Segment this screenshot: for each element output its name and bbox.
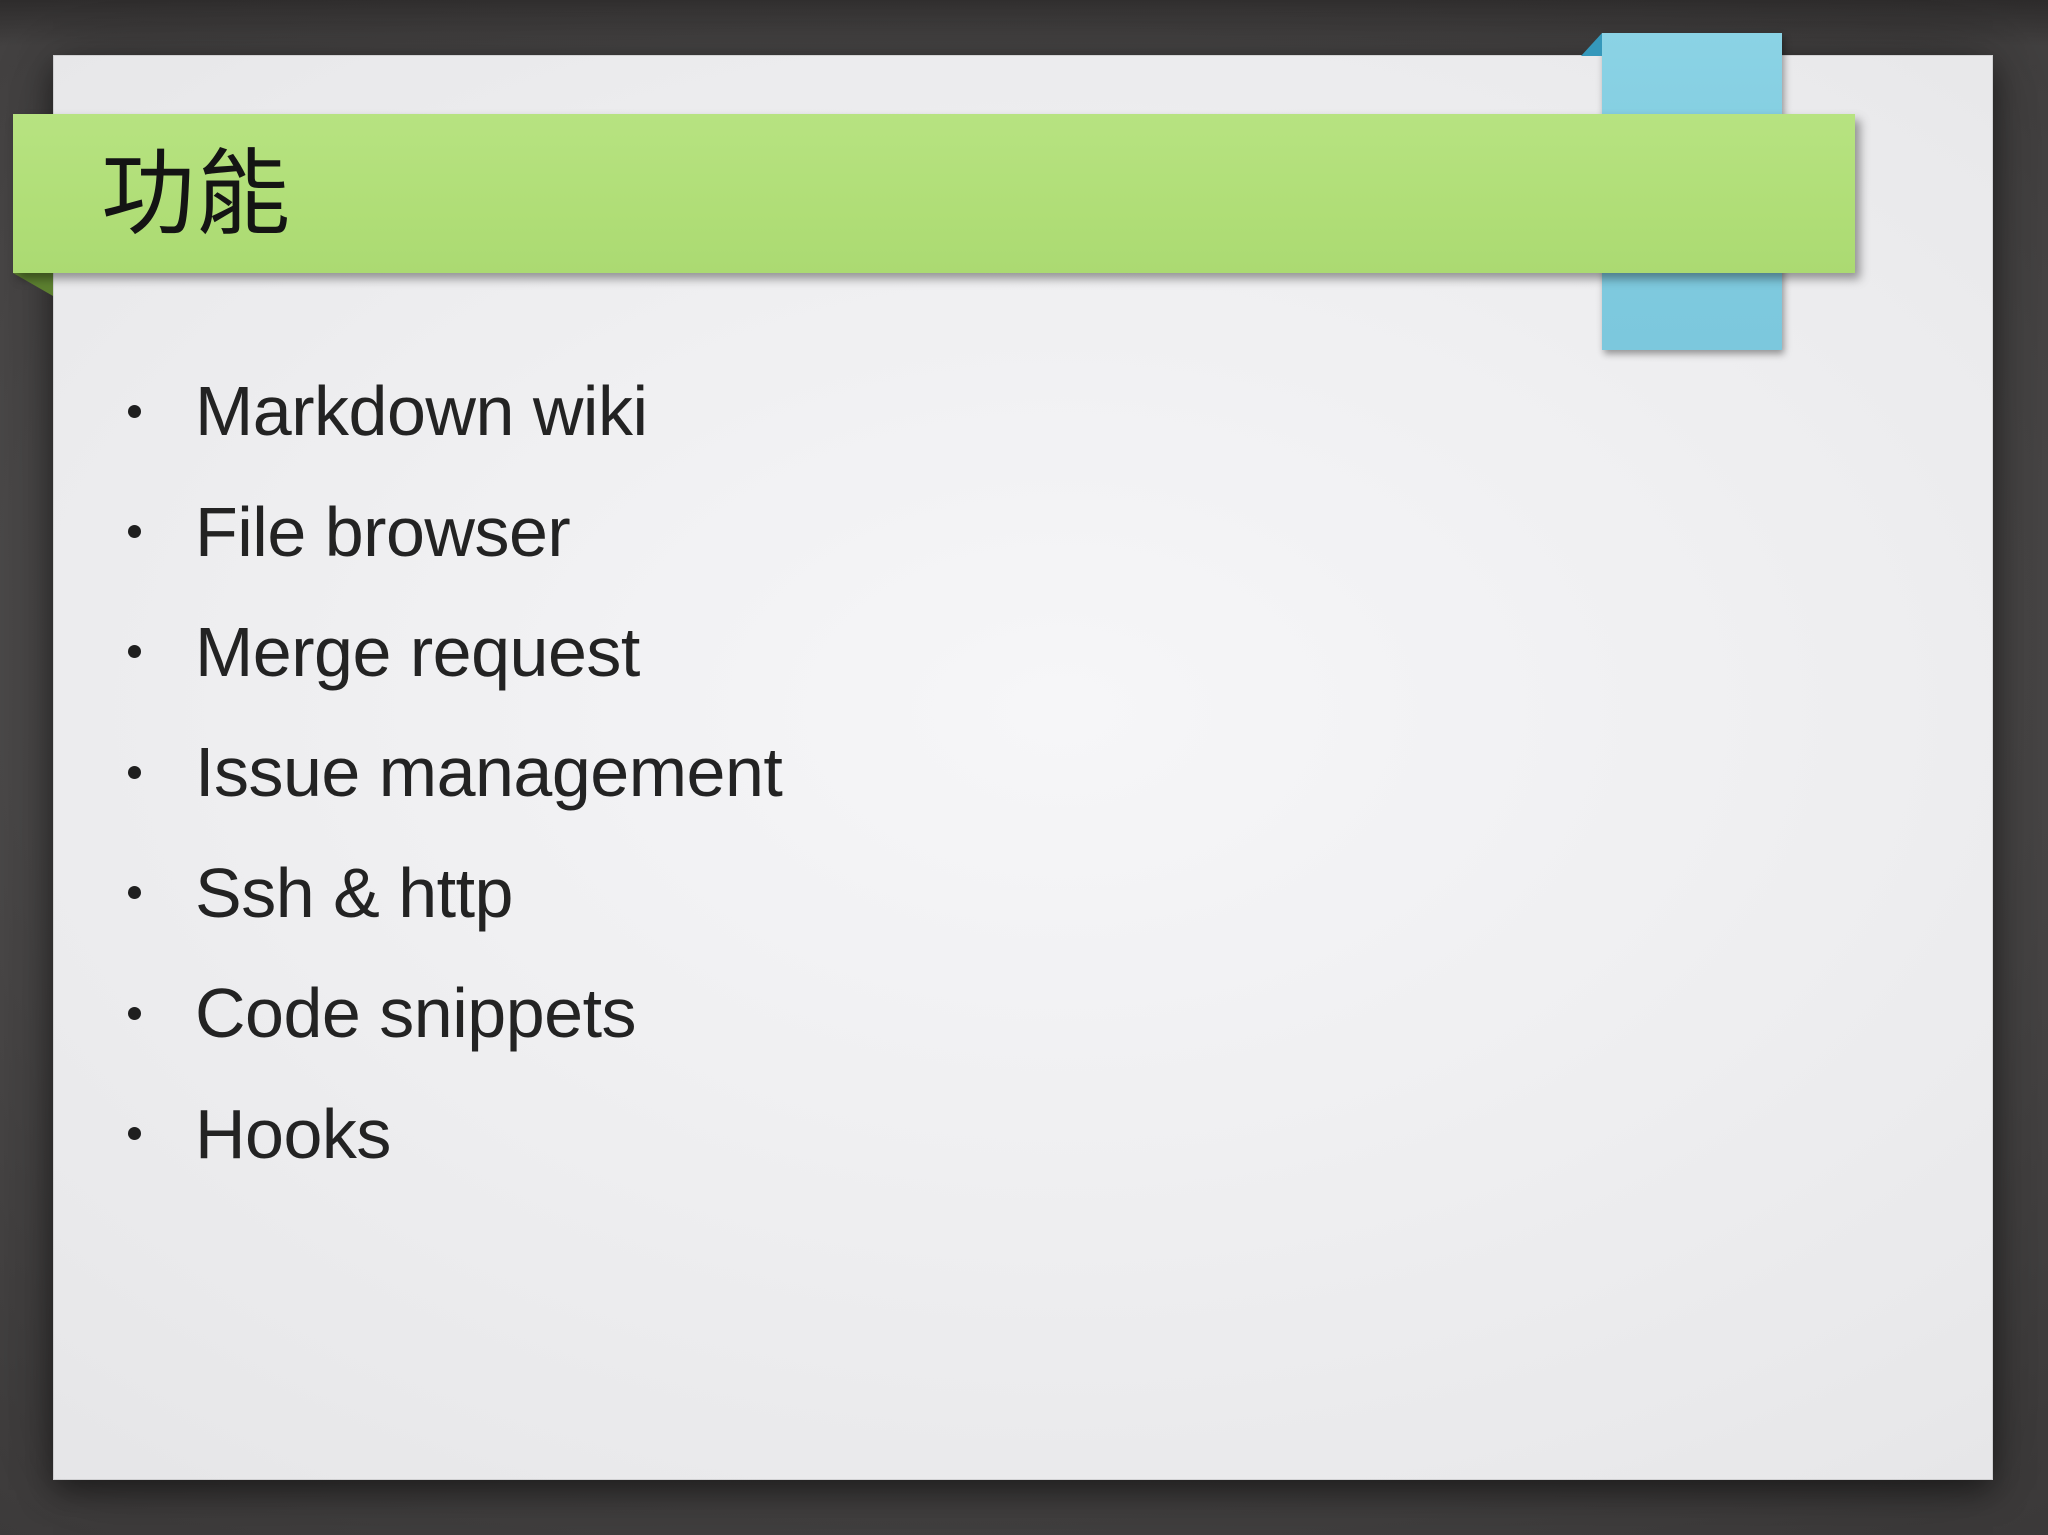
bookmark-ribbon-fold: [1581, 33, 1602, 56]
bullet-text: Hooks: [195, 1094, 391, 1173]
bullet-dot-icon: [128, 765, 141, 779]
bullet-text: Ssh & http: [195, 853, 513, 932]
bullet-dot-icon: [128, 525, 141, 539]
bullet-text: Merge request: [195, 612, 640, 691]
title-banner-fold: [13, 273, 53, 296]
bullet-text: Markdown wiki: [195, 372, 648, 451]
list-item: Issue management: [0, 712, 1600, 832]
bullet-dot-icon: [128, 1127, 141, 1141]
slide-title: 功能: [101, 140, 292, 246]
list-item: Markdown wiki: [0, 351, 1600, 471]
bullet-list: Markdown wiki File browser Merge request…: [0, 351, 1600, 1194]
bullet-dot-icon: [128, 886, 141, 900]
bullet-text: Code snippets: [195, 974, 637, 1053]
bullet-dot-icon: [128, 645, 141, 659]
list-item: Ssh & http: [0, 833, 1600, 953]
bullet-text: File browser: [195, 492, 571, 571]
list-item: File browser: [0, 471, 1600, 591]
list-item: Merge request: [0, 592, 1600, 712]
bullet-text: Issue management: [195, 733, 783, 812]
title-banner: 功能: [13, 114, 1855, 273]
list-item: Code snippets: [0, 953, 1600, 1073]
bullet-dot-icon: [128, 1006, 141, 1020]
bullet-dot-icon: [128, 404, 141, 418]
list-item: Hooks: [0, 1073, 1600, 1193]
